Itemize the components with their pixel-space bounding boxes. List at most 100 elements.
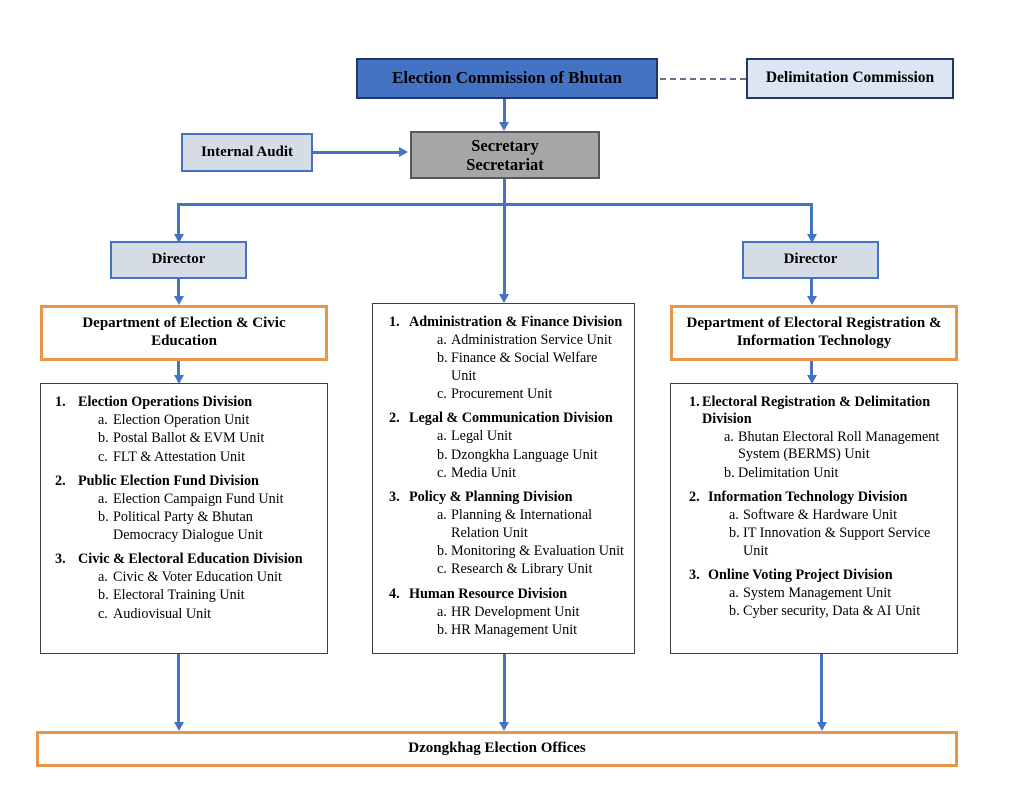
unit-list: a. Civic & Voter Education Unit b.Electora…: [49, 569, 319, 623]
arrow-left-divisions-to-footer: [173, 722, 184, 731]
node-director-right[interactable]: Director: [742, 241, 879, 279]
node-label: Department of Electoral Registration & I…: [686, 315, 942, 349]
unit-letter: c.: [98, 448, 108, 465]
unit-label: Electoral Training Unit: [113, 587, 245, 604]
unit-label: Monitoring & Evaluation Unit: [451, 542, 624, 559]
division-heading: 1.Administration & Finance Division: [381, 314, 626, 331]
unit-item: a.HR Development Unit: [437, 604, 626, 621]
unit-label: Administration Service Unit: [451, 332, 612, 349]
division-number: 1.: [389, 314, 400, 330]
unit-item: b.Delimitation Unit: [724, 465, 949, 482]
node-delimitation-commission[interactable]: Delimitation Commission: [746, 58, 954, 99]
unit-item: a.Administration Service Unit: [437, 332, 626, 349]
arrow-bus-to-director-left: [173, 234, 184, 243]
connector-commission-to-secretary: [503, 99, 506, 125]
unit-label: Audiovisual Unit: [113, 605, 212, 622]
unit-label: Bhutan Electoral Roll Management System …: [738, 429, 940, 463]
unit-letter: b.: [437, 542, 448, 559]
unit-item: a.System Management Unit: [729, 585, 949, 602]
unit-item: c. Audiovisual Unit: [98, 606, 319, 623]
unit-letter: b.: [98, 509, 109, 526]
unit-label: Software & Hardware Unit: [743, 507, 898, 524]
unit-label: Postal Ballot & EVM Unit: [113, 430, 265, 447]
division-heading: 4.Human Resource Division: [381, 586, 626, 603]
unit-label: IT Innovation & Support Service Unit: [743, 525, 931, 559]
unit-label: Research & Library Unit: [451, 561, 593, 578]
node-label: Election Commission of Bhutan: [392, 68, 622, 88]
unit-letter: c.: [437, 464, 447, 481]
unit-letter: a.: [98, 568, 108, 585]
unit-letter: a.: [98, 491, 108, 507]
node-internal-audit[interactable]: Internal Audit: [181, 133, 313, 172]
unit-letter: a.: [98, 412, 108, 429]
division-heading: 3.Civic & Electoral Education Division: [49, 551, 319, 568]
division-heading: 2.Legal & Communication Division: [381, 410, 626, 427]
node-secretary-secretariat[interactable]: Secretary Secretariat: [410, 131, 600, 179]
division-number: 1.: [689, 394, 700, 410]
arrow-department-right-to-divisions: [806, 375, 817, 384]
unit-label: FLT & Attestation Unit: [113, 448, 246, 465]
division-number: 4.: [389, 585, 400, 602]
node-director-left[interactable]: Director: [110, 241, 247, 279]
arrow-audit-to-secretary: [399, 147, 408, 157]
node-label: Delimitation Commission: [765, 69, 935, 87]
arrow-secretary-to-center-divisions: [499, 294, 509, 303]
connector-director-left-to-department: [177, 279, 180, 299]
division-name: Election Operations Division: [78, 394, 253, 410]
node-label: Internal Audit: [200, 143, 294, 160]
unit-list: a.Planning & International Relation Unit…: [381, 507, 626, 578]
connector-left-divisions-to-footer: [177, 654, 180, 726]
division-number: 3.: [689, 566, 700, 583]
arrow-director-left-to-department: [173, 296, 184, 305]
unit-letter: a.: [437, 332, 447, 349]
connector-bus-to-director-right: [810, 203, 813, 237]
arrow-director-right-to-department: [806, 296, 817, 305]
unit-item: b.Postal Ballot & EVM Unit: [98, 430, 319, 447]
node-label: Director: [151, 251, 206, 268]
node-dzongkhag-election-offices[interactable]: Dzongkhag Election Offices: [36, 731, 958, 767]
node-label: Dzongkhag Election Offices: [408, 740, 586, 757]
unit-letter: a.: [729, 507, 739, 524]
unit-letter: c.: [98, 605, 108, 622]
unit-item: b.Electoral Training Unit: [98, 587, 319, 604]
unit-label: Election Campaign Fund Unit: [113, 491, 284, 507]
unit-label: Media Unit: [451, 464, 517, 481]
unit-item: c.Research & Library Unit: [437, 561, 626, 578]
connector-commission-to-delimitation: [660, 78, 746, 80]
division-heading: 1.Election Operations Division: [49, 394, 319, 411]
unit-item: a.Software & Hardware Unit: [729, 507, 949, 524]
arrow-commission-to-secretary: [499, 122, 509, 131]
division-number: 2.: [689, 489, 700, 505]
node-election-commission-of-bhutan[interactable]: Election Commission of Bhutan: [356, 58, 658, 99]
connector-department-left-to-divisions: [177, 361, 180, 381]
node-department-electoral-registration-it[interactable]: Department of Electoral Registration & I…: [670, 305, 958, 361]
arrow-center-divisions-to-footer: [499, 722, 509, 731]
division-number: 2.: [389, 410, 400, 427]
connector-secretary-stem: [503, 179, 506, 297]
connector-department-right-to-divisions: [810, 361, 813, 381]
unit-item: b.IT Innovation & Support Service Unit: [729, 525, 949, 560]
unit-item: a. Election Campaign Fund Unit: [98, 491, 319, 508]
unit-label: Civic & Voter Education Unit: [113, 568, 282, 585]
panel-divisions-right: 1.Electoral Registration & Delimitation …: [670, 383, 958, 654]
connector-audit-to-secretary: [313, 151, 402, 154]
division-number: 3.: [55, 550, 66, 567]
unit-item: b.Political Party & Bhutan Democracy Dia…: [98, 509, 319, 544]
unit-letter: b.: [437, 446, 448, 463]
unit-letter: a.: [724, 429, 734, 446]
connector-horizontal-bus: [177, 203, 813, 206]
node-department-election-civic-education[interactable]: Department of Election & Civic Education: [40, 305, 328, 361]
unit-item: a.Planning & International Relation Unit: [437, 507, 626, 542]
unit-letter: c.: [437, 385, 447, 402]
division-name: Online Voting Project Division: [708, 566, 893, 583]
